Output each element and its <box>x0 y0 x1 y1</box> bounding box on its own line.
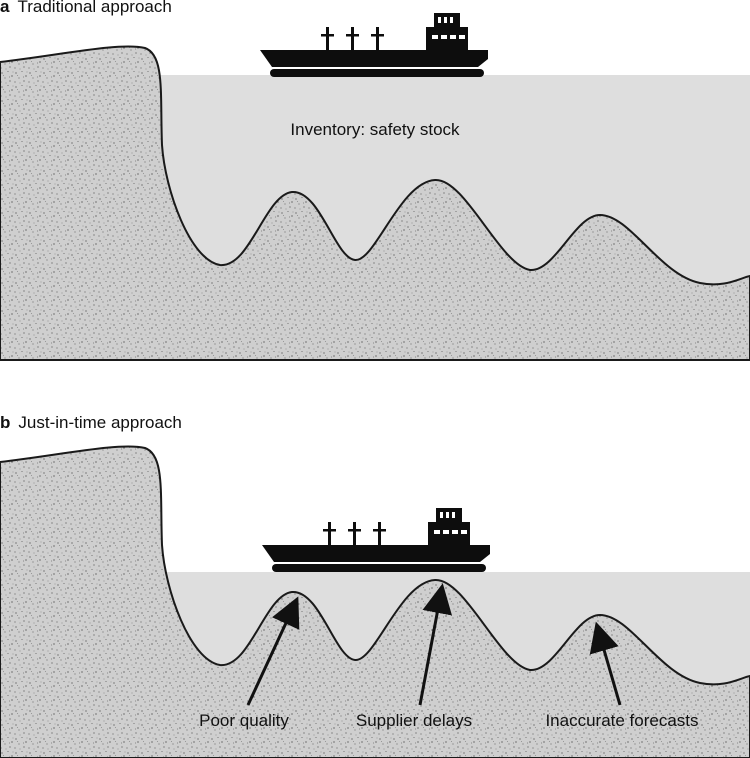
rock-label-inaccurate-forecasts: Inaccurate forecasts <box>545 711 698 730</box>
panel-letter: b <box>0 413 11 432</box>
panel-title: Just-in-time approach <box>18 413 182 432</box>
rock-label-supplier-delays: Supplier delays <box>356 711 472 730</box>
cargo-ship-icon <box>260 13 488 77</box>
panel-a-title: a Traditional approach <box>0 0 172 17</box>
cargo-ship-icon <box>262 508 490 572</box>
traditional-diagram: Inventory: safety stock <box>0 13 750 361</box>
rock-label-poor-quality: Poor quality <box>199 711 289 730</box>
arrow-up-icon <box>418 583 452 706</box>
panel-b-title: b Just-in-time approach <box>0 413 182 433</box>
panel-traditional-approach: Inventory: safety stock a Traditional app… <box>0 0 750 370</box>
rock-terrain <box>0 45 750 361</box>
water-label: Inventory: safety stock <box>290 120 460 139</box>
panel-just-in-time-approach: Poor quality Supplier delays Inaccurate … <box>0 400 750 758</box>
rock-terrain <box>0 445 750 758</box>
jit-diagram: Poor quality Supplier delays Inaccurate … <box>0 445 750 758</box>
arrow-up-icon <box>246 596 300 706</box>
panel-letter: a <box>0 0 10 16</box>
arrow-up-icon <box>589 621 622 706</box>
panel-title: Traditional approach <box>17 0 172 16</box>
